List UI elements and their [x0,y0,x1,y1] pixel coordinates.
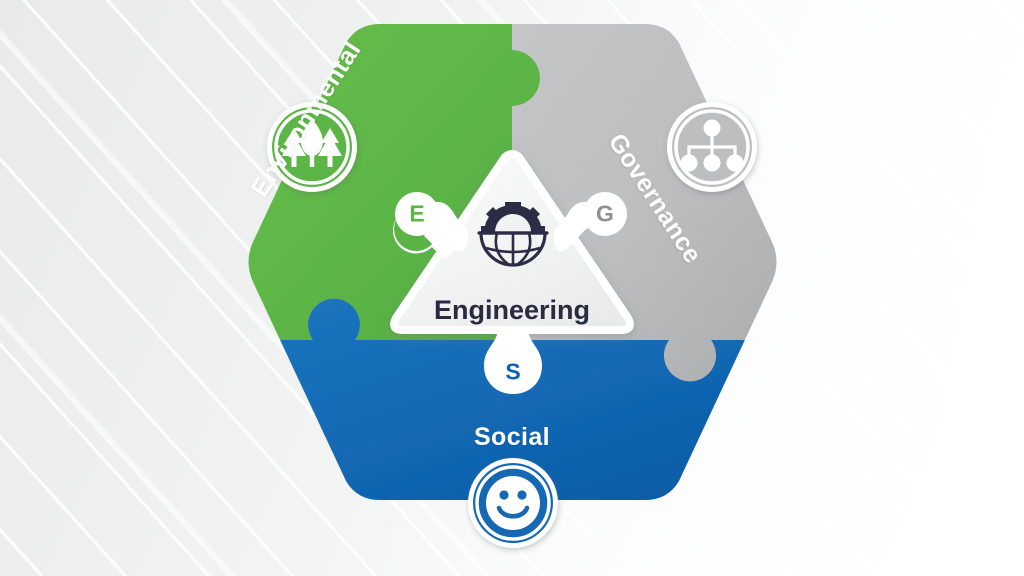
badge-g-tab [553,201,588,252]
env-icon-badge[interactable] [267,102,357,192]
trees-icon [282,119,342,167]
badge-e-group[interactable] [393,192,469,259]
social-icon-badge[interactable] [468,458,558,548]
badge-e-circle [395,192,439,236]
badge-g-group[interactable] [553,192,627,252]
globe-gear-icon [477,202,549,267]
segment-social[interactable] [230,298,800,560]
badge-s-group[interactable] [484,330,542,394]
gov-icon-badge[interactable] [667,102,757,192]
org-chart-icon [680,119,744,172]
smiley-face-icon [486,476,540,530]
badge-s-circle [488,344,538,394]
badge-e-tab [434,201,469,252]
badge-g-circle [583,192,627,236]
